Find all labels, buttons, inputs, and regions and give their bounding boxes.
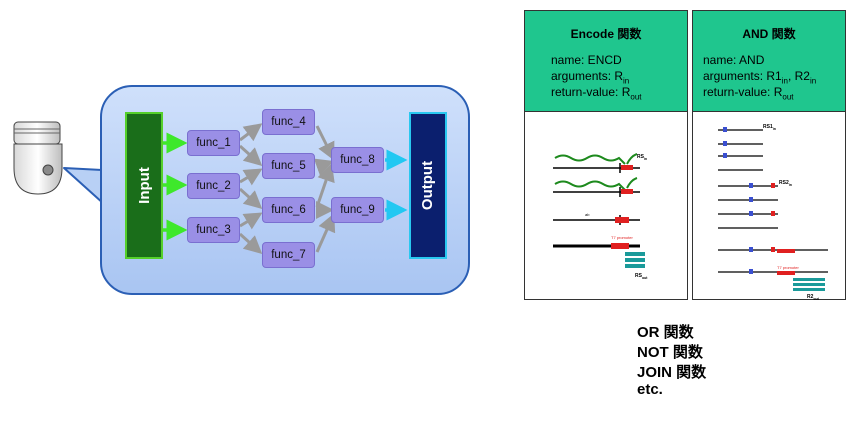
and-arguments-line: arguments: R1in, R2in bbox=[703, 69, 817, 86]
func-node-4: func_4 bbox=[262, 109, 315, 135]
encode-arguments-line: arguments: Rin bbox=[551, 69, 630, 86]
other-function-not: NOT 関数 bbox=[637, 344, 703, 361]
encode-rs-out-label: RSout bbox=[635, 273, 648, 280]
func-node-8: func_8 bbox=[331, 147, 384, 173]
func-node-2: func_2 bbox=[187, 173, 240, 199]
encode-return-line: return-value: Rout bbox=[551, 85, 642, 102]
encode-panel-title: Encode 関数 bbox=[570, 27, 642, 41]
input-block: Input bbox=[125, 112, 163, 259]
encode-panel-header: Encode 関数 name: ENCD arguments: Rin retu… bbox=[525, 11, 687, 112]
encode-rs-in-label: RSin bbox=[637, 154, 647, 161]
and-r2-out-label: R2out bbox=[807, 294, 820, 300]
input-label: Input bbox=[135, 167, 153, 204]
encode-ab-label: ab bbox=[585, 212, 590, 217]
and-rs1-in-label: RS1in bbox=[763, 124, 776, 131]
other-function-or: OR 関数 bbox=[637, 324, 694, 341]
other-function-join: JOIN 関数 bbox=[637, 364, 707, 381]
and-mechanism-illustration: RS1in RS2in T7 promoter R2out bbox=[718, 124, 828, 300]
encode-mechanism-illustration: RSin ab T7 promoter RSout bbox=[553, 153, 648, 280]
encode-function-panel: Encode 関数 name: ENCD arguments: Rin retu… bbox=[524, 10, 688, 300]
func-node-6: func_6 bbox=[262, 197, 315, 223]
func-link-arrows bbox=[238, 123, 336, 255]
and-panel-header: AND 関数 name: AND arguments: R1in, R2in r… bbox=[693, 11, 845, 112]
and-return-line: return-value: Rout bbox=[703, 85, 794, 102]
other-function-etc: etc. bbox=[637, 381, 663, 398]
and-panel-title: AND 関数 bbox=[742, 27, 796, 41]
func-to-output-arrows bbox=[385, 149, 408, 221]
encode-t7-label: T7 promoter bbox=[611, 235, 633, 240]
func-node-9: func_9 bbox=[331, 197, 384, 223]
output-block: Output bbox=[409, 112, 447, 259]
and-rs2-in-label: RS2in bbox=[779, 180, 792, 187]
input-to-func-arrows bbox=[163, 132, 188, 241]
func-node-5: func_5 bbox=[262, 153, 315, 179]
output-label: Output bbox=[419, 160, 437, 211]
and-name-line: name: AND bbox=[703, 53, 765, 67]
encode-name-line: name: ENCD bbox=[551, 53, 622, 67]
and-t7-label: T7 promoter bbox=[777, 265, 799, 270]
and-function-panel: AND 関数 name: AND arguments: R1in, R2in r… bbox=[692, 10, 846, 300]
user-robot-icon bbox=[13, 121, 63, 195]
func-node-7: func_7 bbox=[262, 242, 315, 268]
func-node-1: func_1 bbox=[187, 130, 240, 156]
func-node-3: func_3 bbox=[187, 217, 240, 243]
